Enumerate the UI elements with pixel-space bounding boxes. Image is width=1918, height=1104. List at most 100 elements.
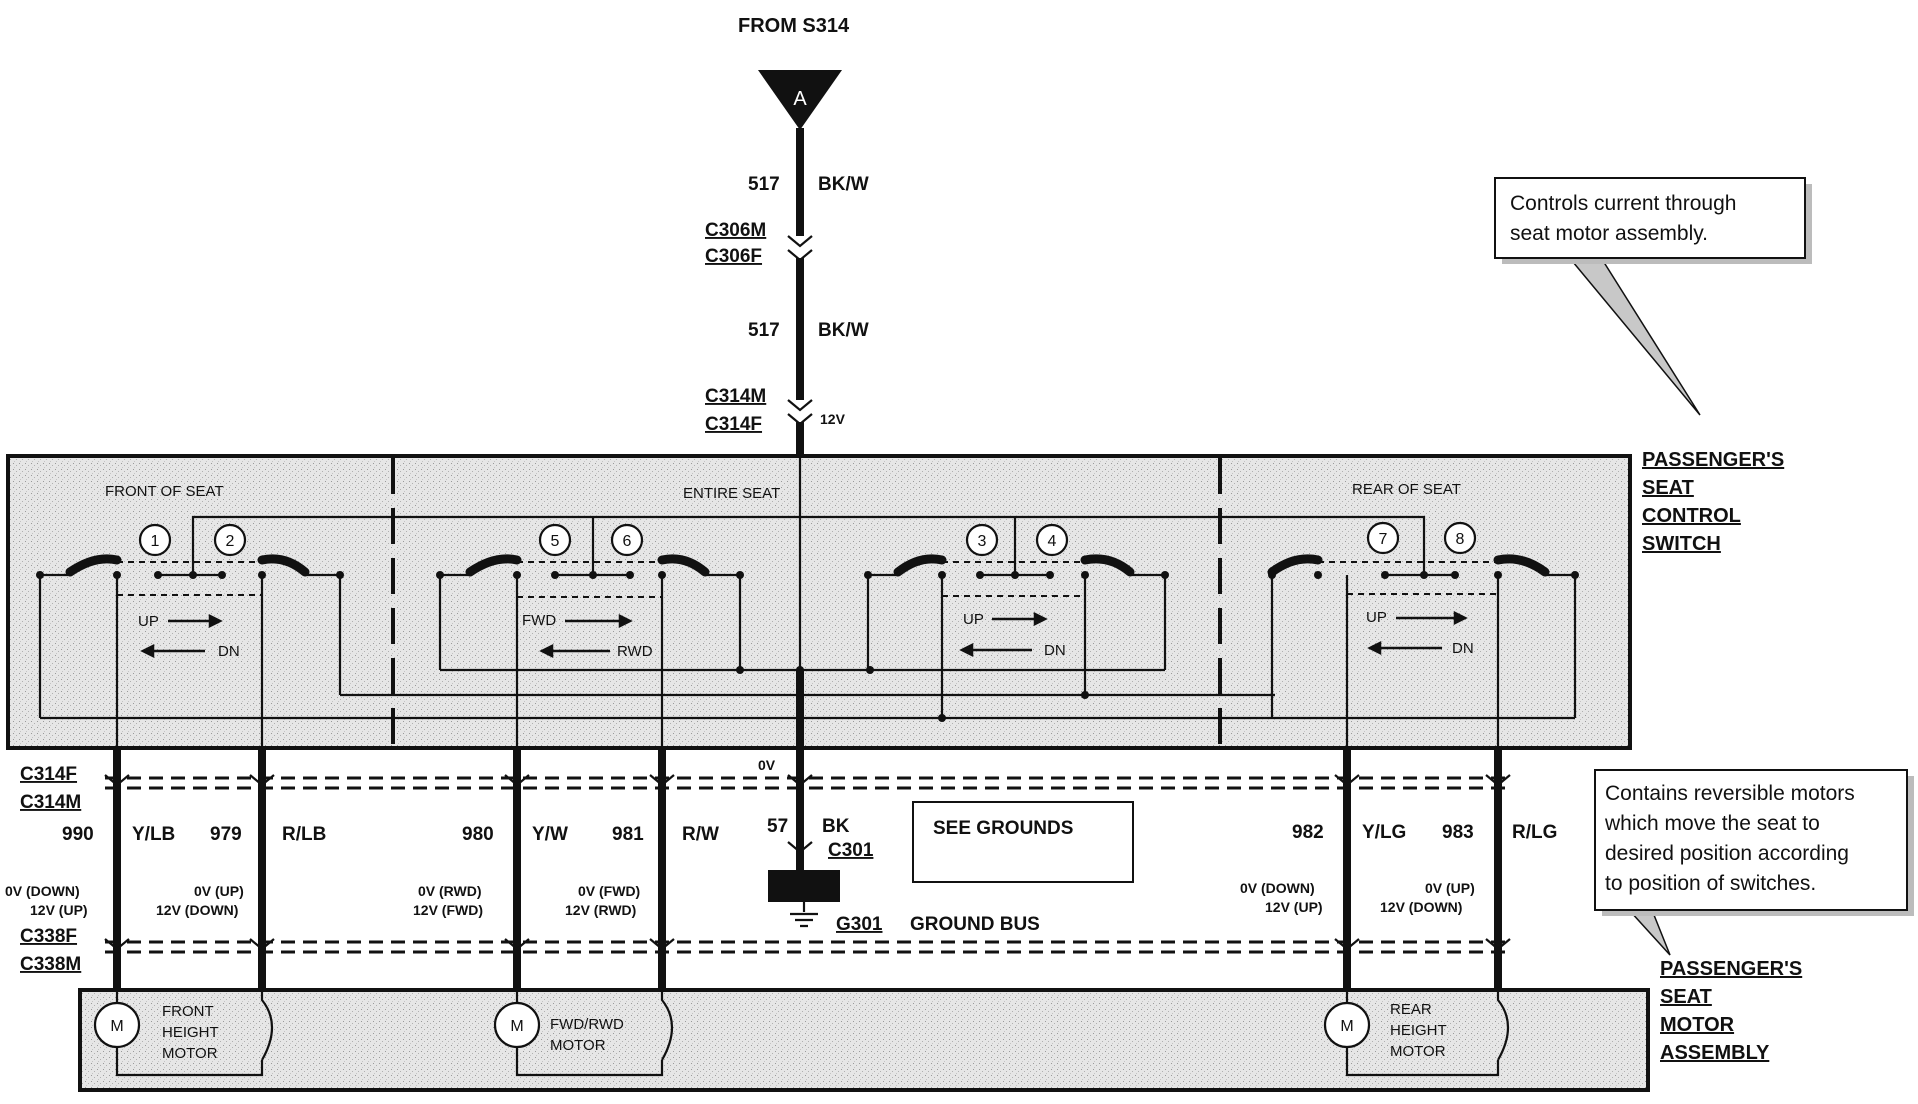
wire-983-num: 983 (1442, 822, 1474, 843)
c314m-lower-label: C314M (20, 792, 81, 813)
c306-connector-mark (787, 235, 813, 262)
contact-6 (610, 523, 644, 557)
wire-982-v1: 0V (DOWN) (1240, 880, 1315, 896)
front-motor-label-3: MOTOR (162, 1045, 218, 1062)
switch-top-bus (191, 515, 1426, 575)
contact-8 (1443, 521, 1477, 555)
wire-990-color: Y/LB (132, 824, 175, 845)
c306m-label: C306M (705, 220, 766, 241)
front-up-label: UP (138, 613, 159, 630)
front-of-seat-label: FRONT OF SEAT (105, 483, 224, 500)
motor-callout-box (1594, 769, 1908, 911)
front-height-motor (93, 990, 273, 1077)
rear-of-seat-label: REAR OF SEAT (1352, 481, 1461, 498)
front-of-seat-switch (36, 554, 1275, 748)
middle-dn-arrow (959, 642, 1032, 658)
switch-box-label-4: SWITCH (1642, 533, 1721, 555)
wire-980-v1: 0V (RWD) (418, 883, 482, 899)
motor-box-label-1: PASSENGER'S (1660, 958, 1802, 980)
contact-1 (138, 523, 172, 557)
ground-circuit: 57 (767, 816, 788, 837)
entire-seat-label: ENTIRE SEAT (683, 485, 780, 502)
front-motor-m: M (110, 1018, 123, 1035)
contact-2-label: 2 (226, 533, 235, 550)
rear-motor-label-1: REAR (1390, 1001, 1432, 1018)
front-up-arrow (168, 613, 223, 629)
wire-980-v2: 12V (FWD) (413, 902, 483, 918)
contact-5 (538, 523, 572, 557)
contact-4 (1035, 523, 1069, 557)
wire-979-num: 979 (210, 824, 242, 845)
contact-4-label: 4 (1048, 533, 1057, 550)
wire-981-v1: 0V (FWD) (578, 883, 640, 899)
motor-callout-line4: to position of switches. (1605, 872, 1816, 895)
wire-990-num: 990 (62, 824, 94, 845)
see-grounds-label: SEE GROUNDS (933, 818, 1073, 839)
switch-box-label-2: SEAT (1642, 477, 1694, 499)
from-s314-label: FROM S314 (738, 15, 850, 37)
rear-up-label: UP (1366, 609, 1387, 626)
ground-connector-mark (787, 774, 813, 787)
wire-981-num: 981 (612, 824, 644, 845)
fwd-motor-label-2: MOTOR (550, 1037, 606, 1054)
switch-callout-line1: Controls current through (1510, 192, 1736, 215)
motor-callout-line2: which move the seat to (1604, 812, 1820, 835)
feed-color-bkw-a: BK/W (818, 174, 869, 195)
entire-seat-switch (436, 554, 1090, 748)
ground-voltage: 0V (758, 757, 776, 773)
motor-box-label-2: SEAT (1660, 986, 1712, 1008)
contact-5-label: 5 (551, 533, 560, 550)
wire-981-v2: 12V (RWD) (565, 902, 636, 918)
middle-dn-label: DN (1044, 642, 1066, 659)
wire-980-color: Y/W (532, 824, 568, 845)
rwd-label: RWD (617, 643, 653, 660)
front-motor-label-2: HEIGHT (162, 1024, 219, 1041)
contact-2 (213, 523, 247, 557)
contact-7-label: 7 (1379, 531, 1388, 548)
wire-983-v2: 12V (DOWN) (1380, 899, 1462, 915)
contact-3-label: 3 (978, 533, 987, 550)
feed-color-bkw-b: BK/W (818, 320, 869, 341)
ground-icon (790, 912, 818, 928)
c314f-feed-label: C314F (705, 414, 762, 435)
motor-callout-line1: Contains reversible motors (1605, 782, 1855, 805)
motor-callout-line3: desired position according (1605, 842, 1849, 865)
contact-3 (965, 523, 999, 557)
middle-up-arrow (992, 611, 1048, 627)
wire-983-v1: 0V (UP) (1425, 880, 1475, 896)
rear-motor-label-2: HEIGHT (1390, 1022, 1447, 1039)
rear-dn-label: DN (1452, 640, 1474, 657)
c314m-feed-label: C314M (705, 386, 766, 407)
switch-box-label-3: CONTROL (1642, 505, 1741, 527)
seat-motor-assembly-box (78, 988, 1650, 1092)
wire-990-v2: 12V (UP) (30, 902, 88, 918)
c338f-label: C338F (20, 926, 77, 947)
wire-979-v2: 12V (DOWN) (156, 902, 238, 918)
motor-wires (104, 748, 1511, 990)
wire-982-num: 982 (1292, 822, 1324, 843)
c314f-lower-label: C314F (20, 764, 77, 785)
front-dn-label: DN (218, 643, 240, 660)
fwd-label: FWD (522, 612, 556, 629)
rwd-arrow (539, 643, 610, 659)
seat-control-switch-box (6, 454, 1632, 750)
middle-height-switch (864, 554, 1169, 722)
switch-callout-line2: seat motor assembly. (1510, 222, 1708, 245)
ground-bus-block (768, 870, 840, 902)
wire-981-color: R/W (682, 824, 719, 845)
fwd-motor-label-1: FWD/RWD (550, 1016, 624, 1033)
wire-979-color: R/LB (282, 824, 326, 845)
front-dn-arrow (140, 643, 205, 659)
ground-color: BK (822, 816, 850, 837)
wire-990-v1: 0V (DOWN) (5, 883, 80, 899)
rear-dn-arrow (1367, 640, 1442, 656)
switch-callout-box (1494, 177, 1806, 259)
c338m-label: C338M (20, 954, 81, 975)
wire-980-num: 980 (462, 824, 494, 845)
wire-982-color: Y/LG (1362, 822, 1406, 843)
feed-circuit-517-b: 517 (748, 320, 780, 341)
rear-motor-m: M (1340, 1018, 1353, 1035)
wire-979-v1: 0V (UP) (194, 883, 244, 899)
contact-1-label: 1 (151, 533, 160, 550)
switch-box-label-1: PASSENGER'S (1642, 449, 1784, 471)
